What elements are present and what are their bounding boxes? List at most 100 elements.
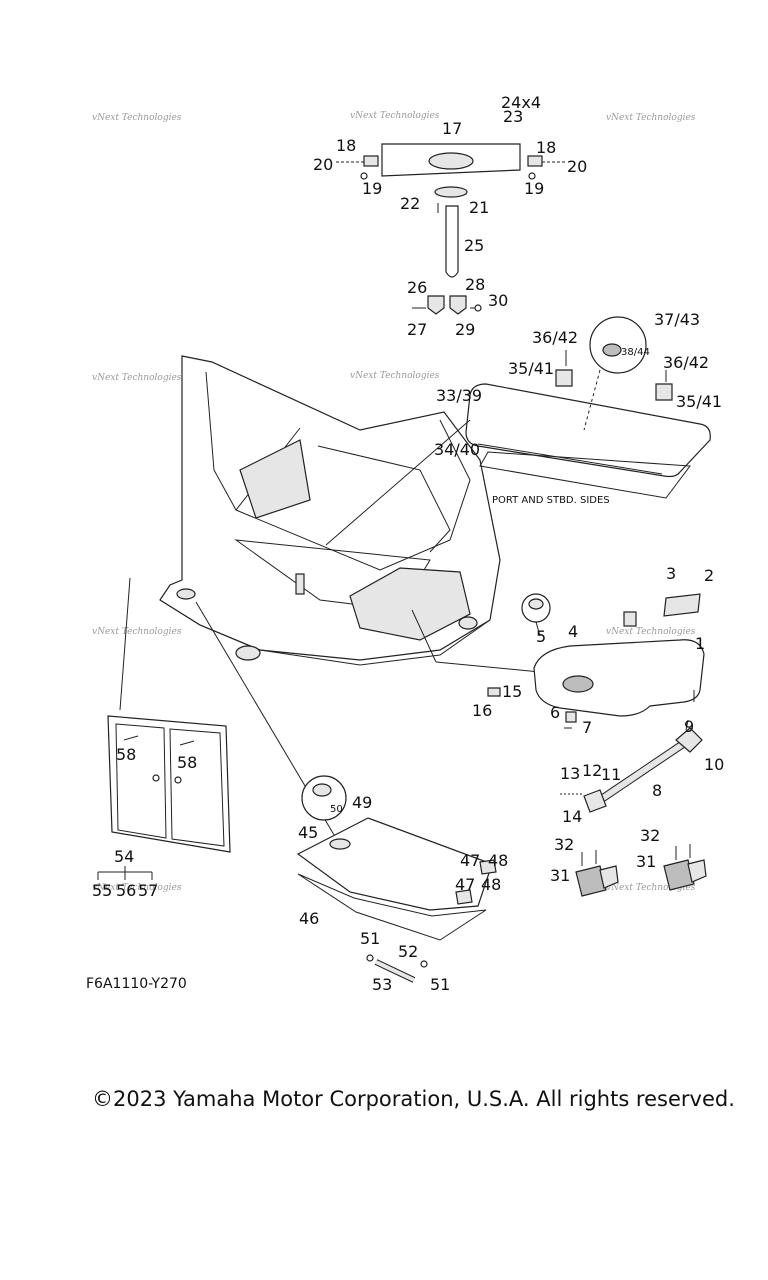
hinge-35-41-right <box>655 383 673 401</box>
lid-45-opening <box>329 838 351 850</box>
bracket-14 <box>583 789 607 813</box>
hull-fitting-right <box>458 616 478 630</box>
label-29: 29 <box>455 320 475 339</box>
label-50: 50 <box>330 804 343 815</box>
label-23: 23 <box>503 107 523 126</box>
label-45: 45 <box>298 823 318 842</box>
label-3: 3 <box>666 564 676 583</box>
plate-opening <box>428 152 474 170</box>
label-17: 17 <box>442 119 462 138</box>
label-19-right: 19 <box>524 179 544 198</box>
label-51-left: 51 <box>360 929 380 948</box>
lid-45-assembly <box>296 775 497 983</box>
label-4: 4 <box>568 622 578 641</box>
label-31-left: 31 <box>550 866 570 885</box>
label-18-right: 18 <box>536 138 556 157</box>
nut-30 <box>474 304 482 312</box>
screw-58-right <box>179 740 195 746</box>
pole-25 <box>445 205 459 278</box>
label-51-right: 51 <box>430 975 450 994</box>
label-7: 7 <box>582 718 592 737</box>
label-18-left: 18 <box>336 136 356 155</box>
fitting-18-right <box>527 155 543 167</box>
label-28: 28 <box>465 275 485 294</box>
label-57: 57 <box>138 881 158 900</box>
lid-1-assembly <box>487 593 705 729</box>
hinge-47-top <box>479 859 497 875</box>
strut-8 <box>598 739 688 803</box>
label-20-right: 20 <box>567 157 587 176</box>
door-knob-left <box>152 774 160 782</box>
label-52: 52 <box>398 942 418 961</box>
door-knob-right <box>174 776 182 784</box>
label-36-42-right: 36/42 <box>663 353 709 372</box>
label-19-left: 19 <box>362 179 382 198</box>
label-32-left: 32 <box>554 835 574 854</box>
label-53: 53 <box>372 975 392 994</box>
label-33-39: 33/39 <box>436 386 482 405</box>
door-right-leaf <box>169 728 225 847</box>
label-56: 56 <box>116 881 136 900</box>
label-6: 6 <box>550 703 560 722</box>
storage-tray <box>349 567 471 641</box>
label-30: 30 <box>488 291 508 310</box>
side-panel: PORT AND STBD. SIDES <box>465 316 711 506</box>
note-text: PORT AND STBD. SIDES <box>492 495 610 506</box>
screw-58-left <box>123 735 139 741</box>
label-55: 55 <box>92 881 112 900</box>
watermark: vNext Technologies <box>606 883 696 893</box>
detail-circle-49 <box>301 775 347 821</box>
hull-fitting-left <box>235 645 261 661</box>
ball-stud-51-right <box>420 960 428 968</box>
copyright-text: ©2023 Yamaha Motor Corporation, U.S.A. A… <box>92 1087 735 1111</box>
hinge-47-bottom <box>455 889 473 905</box>
pin-9 <box>685 719 689 731</box>
label-27: 27 <box>407 320 427 339</box>
label-34-40: 34/40 <box>434 440 480 459</box>
watermark: vNext Technologies <box>350 371 440 381</box>
bracket-26 <box>427 295 445 315</box>
label-15: 15 <box>502 682 522 701</box>
bracket-28 <box>449 295 467 315</box>
seat-21 <box>434 186 468 198</box>
label-48-top: 48 <box>488 851 508 870</box>
label-48-bottom: 48 <box>481 875 501 894</box>
label-11: 11 <box>601 765 621 784</box>
watermark: vNext Technologies <box>606 627 696 637</box>
label-49: 49 <box>352 793 372 812</box>
label-47-top: 47 <box>460 851 480 870</box>
watermark: vNext Technologies <box>606 113 696 123</box>
label-21: 21 <box>469 198 489 217</box>
fitting-18-left <box>363 155 379 167</box>
label-58-left: 58 <box>116 745 136 764</box>
latches <box>575 844 707 897</box>
ball-stud-51-left <box>366 954 374 962</box>
label-5: 5 <box>536 627 546 646</box>
label-46: 46 <box>299 909 319 928</box>
label-32-right: 32 <box>640 826 660 845</box>
label-31-right: 31 <box>636 852 656 871</box>
label-26: 26 <box>407 278 427 297</box>
bow-hull <box>159 355 501 666</box>
watermark: vNext Technologies <box>92 113 182 123</box>
screw-5 <box>535 621 541 637</box>
diagram-code: F6A1110-Y270 <box>86 976 187 992</box>
label-10: 10 <box>704 755 724 774</box>
handle-assembly <box>336 143 566 315</box>
label-24x4: 24x4 <box>501 93 541 112</box>
label-20-left: 20 <box>313 155 333 174</box>
label-37-43: 37/43 <box>654 310 700 329</box>
label-35-41-left: 35/41 <box>508 359 554 378</box>
bracket-10 <box>675 727 703 753</box>
door-frame-54 <box>107 715 231 853</box>
hinge-2-3 <box>663 593 701 617</box>
label-47-bottom: 47 <box>455 875 475 894</box>
label-1: 1 <box>695 634 705 653</box>
label-16: 16 <box>472 701 492 720</box>
label-54: 54 <box>114 847 134 866</box>
hinge-post <box>623 611 637 627</box>
screw-19-left <box>360 172 368 180</box>
label-36-42-left: 36/42 <box>532 328 578 347</box>
cup-holder-ring <box>562 675 594 693</box>
